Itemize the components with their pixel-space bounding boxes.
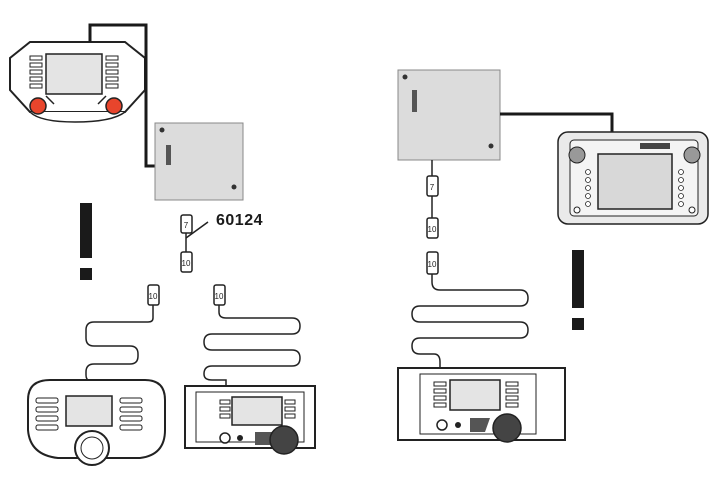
handheld-controller-top: [9, 41, 146, 123]
right-knob-red: [105, 97, 123, 115]
wire-module-to-display: [500, 112, 614, 132]
gateway-module-right: [397, 69, 501, 161]
svg-text:10: 10: [182, 259, 191, 268]
svg-text:7: 7: [184, 221, 189, 230]
wire-controller-to-module: [88, 23, 158, 168]
cable-left-b: 10: [203, 284, 301, 386]
svg-text:10: 10: [428, 225, 437, 234]
gateway-module-left: [154, 122, 244, 201]
connector-stack-right: 7 10 10: [426, 160, 439, 275]
left-knob-red: [29, 97, 47, 115]
cable-right: [411, 274, 529, 368]
svg-text:10: 10: [215, 292, 224, 301]
warning-icon-right: [572, 250, 584, 330]
handheld-controller-bottom: [27, 379, 166, 466]
svg-text:10: 10: [428, 260, 437, 269]
cable-left-a: 10: [85, 284, 160, 383]
display-unit: [557, 131, 709, 225]
warning-icon-left: [80, 203, 92, 280]
base-unit-right: [397, 367, 566, 443]
connector-upper-left: 7 10: [180, 214, 209, 273]
base-unit-left: [184, 385, 316, 455]
part-number-label: 60124: [216, 212, 263, 229]
svg-text:7: 7: [430, 183, 435, 192]
svg-text:10: 10: [149, 292, 158, 301]
